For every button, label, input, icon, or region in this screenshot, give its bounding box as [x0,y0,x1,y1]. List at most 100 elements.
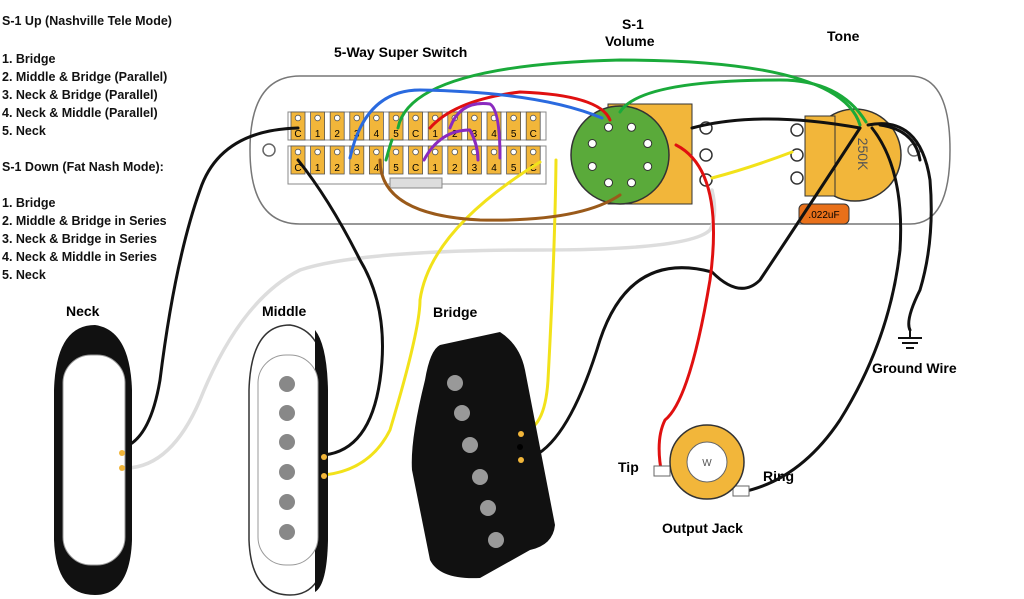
switch-terminal [466,111,482,141]
wire-bridge-black [519,126,862,462]
switch-terminal [427,145,443,175]
switch-terminal-label: 1 [432,129,438,140]
s1-pot-body [570,105,670,205]
switch-terminal-label: 5 [393,163,399,174]
tip-label: Tip [618,459,639,475]
volume-lug [699,148,713,162]
switch-terminal-hole [314,114,321,122]
switch-terminal [506,111,522,141]
pole-piece [279,494,295,510]
bridge-label: Bridge [433,304,478,320]
switch-terminal-hole [334,148,341,156]
wire-tone-yellow [710,150,794,180]
pole-piece [279,376,295,392]
switch-terminal-hole [530,148,537,156]
switch-terminal-hole [294,148,302,156]
s1-switch-housing [607,103,693,205]
wire-purple-1 [448,102,502,160]
switch-terminal-label: 4 [374,129,380,140]
switch-terminal [310,145,326,175]
switch-terminal-hole [334,114,341,122]
wire-switch-red [428,90,612,130]
switch-terminal-hole [373,148,380,156]
plate-screw-right [907,143,921,157]
pole-piece [279,434,295,450]
wire-neck-black [120,126,300,450]
legend-up-title: S-1 Up (Nashville Tele Mode) [2,14,172,28]
pole-piece [279,524,295,540]
switch-terminal [506,145,522,175]
switch-terminal-label: 4 [491,163,497,174]
switch-terminal [447,111,463,141]
tone-lug [790,171,804,185]
switch-terminal-hole [353,148,360,156]
wire-green-2 [618,78,868,124]
switch-terminal-label: 4 [374,163,380,174]
wire-ground-2 [878,123,922,162]
switch-terminal-hole [451,114,458,122]
switch-body-top [287,111,547,141]
pole-piece [472,469,488,485]
switch-terminal-label: 3 [354,163,360,174]
switch-terminal-hole [451,148,458,156]
jack-lugs [653,465,750,497]
switch-terminal-label: C [412,129,419,140]
neck-pickup [54,325,132,595]
switch-terminal-hole [490,114,498,122]
switch-terminal [388,145,404,175]
pole-piece [488,532,504,548]
legend-down-item-3: 3. Neck & Bridge in Series [2,232,157,246]
ring-label: Ring [763,468,795,484]
switch-terminal [447,145,463,175]
pole-piece [462,437,478,453]
switch-terminal-label: 2 [334,163,340,174]
bridge-pickup [411,332,555,579]
switch-terminal-hole [471,148,478,156]
wire-middle-black [296,158,384,457]
pole-piece [279,464,295,480]
pole-piece [279,405,295,421]
switch-terminal-label: C [294,163,301,174]
output-jack: W [669,424,745,500]
switch-terminal [290,145,306,175]
volume-lug [699,173,713,187]
switch-terminal [329,145,345,175]
switch-terminal-hole [510,114,517,122]
wire-s1-red-jack [657,143,716,477]
switch-terminal-label: 5 [393,129,399,140]
switch-terminal [408,111,424,141]
switch-terminal [486,111,502,141]
legend-up-item-2: 2. Middle & Bridge (Parallel) [2,70,168,84]
switch-terminal [310,111,326,141]
tone-pot-lugs-mount [804,115,836,197]
pole-piece [447,375,463,391]
pot-value: 250K [855,138,871,171]
switch-terminal-label: 1 [315,163,321,174]
s1-lug [587,139,597,149]
switch-terminal-label: 2 [452,163,458,174]
ground-wire-label: Ground Wire [872,360,957,376]
legend-up-item-5: 5. Neck [2,124,46,138]
switch-terminal-hole [510,148,517,156]
switch-terminal-hole [412,148,419,156]
tone-label: Tone [827,28,860,44]
wire-ring-black [740,126,903,494]
volume-label: Volume [605,33,655,49]
s1-label: S-1 [622,16,644,32]
tone-lug [790,148,804,162]
legend-up-item-1: 1. Bridge [2,52,56,66]
switch-terminal-hole [353,114,360,122]
legend-up-item-3: 3. Neck & Bridge (Parallel) [2,88,158,102]
s1-volume-pot [570,103,804,205]
switch-terminal [290,111,306,141]
switch-terminal [408,145,424,175]
s1-lug [604,122,614,132]
wire-tone-black [690,117,862,130]
switch-terminal-label: C [530,163,537,174]
legend-down-title: S-1 Down (Fat Nash Mode): [2,160,164,174]
jack-letter: W [702,458,712,469]
switch-terminal-label: C [412,163,419,174]
switch-terminal [349,111,365,141]
wire-blue [348,88,604,160]
